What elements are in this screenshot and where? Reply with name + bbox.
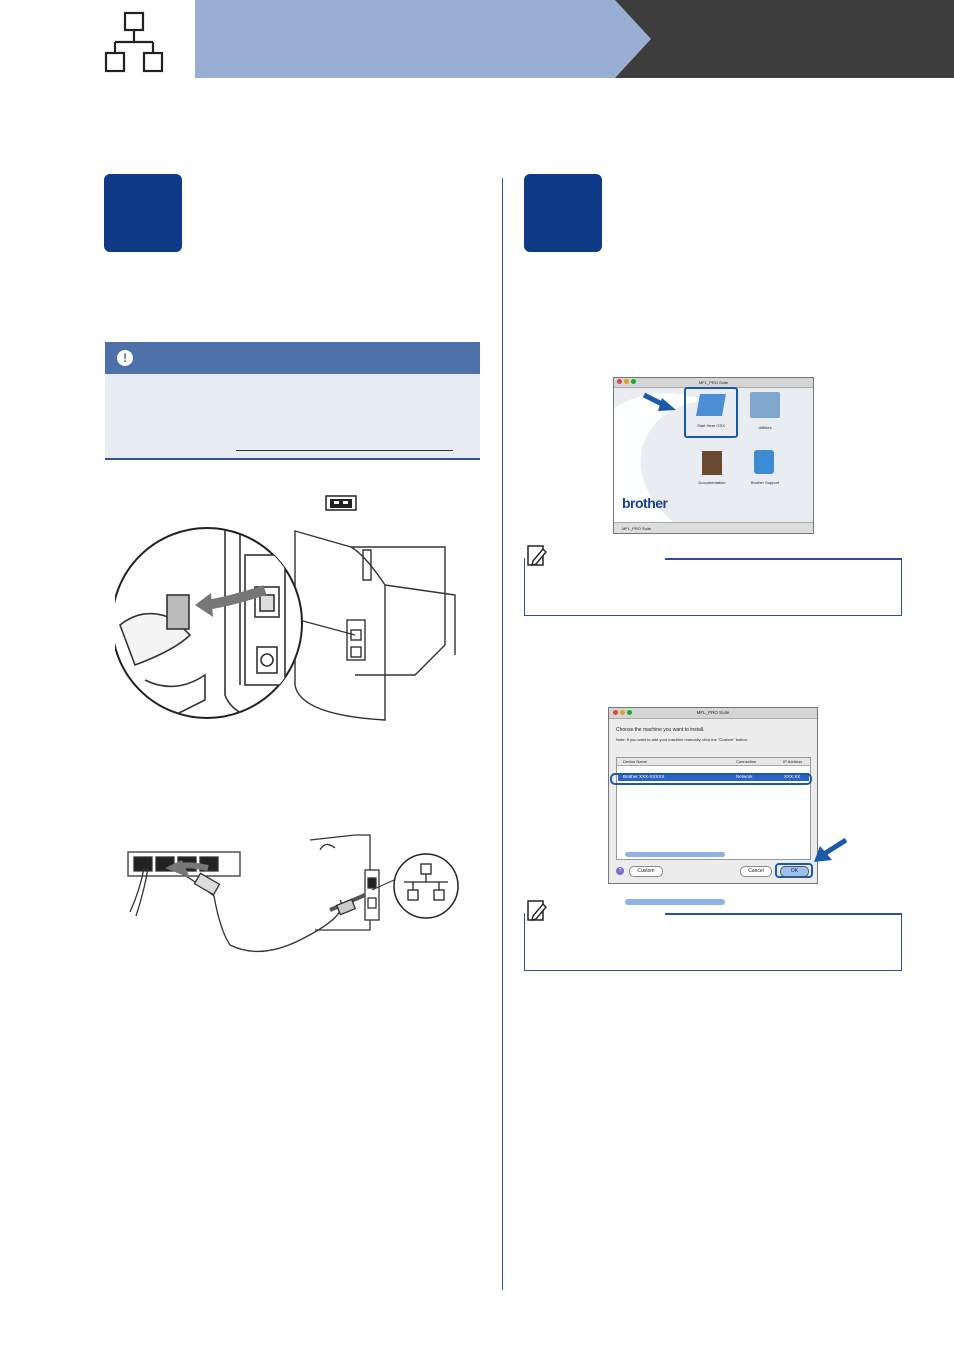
utilities-label: Utilities <box>758 425 772 430</box>
column-ip-address[interactable]: IP Address <box>783 759 803 764</box>
window-title: MFL_PRO Suite <box>698 380 729 385</box>
network-cable-illustration <box>127 834 459 953</box>
wired-network-icon <box>104 11 164 73</box>
horizontal-scrollbar-thumb[interactable] <box>625 852 725 857</box>
start-here-icon <box>696 394 726 416</box>
brother-support-icon[interactable] <box>754 450 774 474</box>
dialog-title: MFL_PRO Suite <box>696 710 730 715</box>
zoom-window-icon[interactable] <box>631 379 636 384</box>
zoom-window-icon[interactable] <box>627 710 632 715</box>
note-top-rule <box>665 558 902 560</box>
important-link-underline[interactable] <box>236 450 453 451</box>
column-device-name[interactable]: Device Name <box>623 759 648 764</box>
ip-address-cell: XXX.XX <box>784 774 801 779</box>
ok-button[interactable]: OK <box>780 866 809 877</box>
minimize-window-icon[interactable] <box>620 710 625 715</box>
dialog-titlebar: MFL_PRO Suite <box>609 708 817 719</box>
device-list-header: Device Name Connection IP Address <box>617 758 810 766</box>
brother-support-label: Brother Support <box>750 480 780 485</box>
pointer-arrow-icon <box>642 392 676 411</box>
exclamation-icon: ! <box>117 350 133 366</box>
lan-port-icon <box>325 495 357 511</box>
note-pencil-icon <box>527 545 547 566</box>
close-window-icon[interactable] <box>613 710 618 715</box>
step-badge-left <box>104 174 182 252</box>
column-divider <box>502 178 503 1290</box>
cancel-button[interactable]: Cancel <box>740 866 772 877</box>
connection-cell: Network <box>736 774 753 779</box>
window-background-swirl <box>614 393 704 523</box>
header-dark-band <box>615 0 954 78</box>
device-name-cell: Brother XXX-XXXXX <box>623 774 665 779</box>
start-here-label: Start Here OSX <box>697 423 725 428</box>
mfl-pro-suite-window: MFL_PRO Suite Start Here OSX Utilities D… <box>613 377 814 534</box>
help-icon[interactable]: ? <box>616 867 624 875</box>
ok-button-highlight <box>775 863 813 878</box>
selected-row-highlight <box>610 773 812 785</box>
start-here-item[interactable]: Start Here OSX <box>684 387 738 438</box>
important-header: ! <box>105 342 480 374</box>
horizontal-scrollbar[interactable] <box>625 899 725 905</box>
note-box <box>524 558 902 616</box>
step-badge-right <box>524 174 602 252</box>
documentation-label: Documentation <box>698 480 726 485</box>
custom-button[interactable]: Custom <box>629 866 663 877</box>
documentation-icon[interactable] <box>702 451 722 475</box>
window-status-bar: MFL_PRO Suite <box>614 522 813 533</box>
brother-logo: brother <box>622 495 668 511</box>
install-dialog: MFL_PRO Suite Choose the machine you wan… <box>608 707 818 905</box>
column-connection[interactable]: Connection <box>736 759 757 764</box>
remove-port-cap-illustration <box>115 527 456 721</box>
important-box: ! <box>105 342 480 460</box>
table-row[interactable]: Brother XXX-XXXXX Network XXX.XX <box>618 773 809 781</box>
dialog-prompt: Choose the machine you want to install. <box>616 727 705 733</box>
pointer-arrow-icon <box>814 838 848 862</box>
note-box <box>524 913 902 971</box>
note-pencil-icon <box>527 900 547 921</box>
utilities-folder-icon[interactable] <box>750 392 780 418</box>
dialog-note: Note: If you want to add your machine ma… <box>616 737 748 742</box>
note-top-rule <box>665 913 902 915</box>
minimize-window-icon[interactable] <box>624 379 629 384</box>
close-window-icon[interactable] <box>617 379 622 384</box>
